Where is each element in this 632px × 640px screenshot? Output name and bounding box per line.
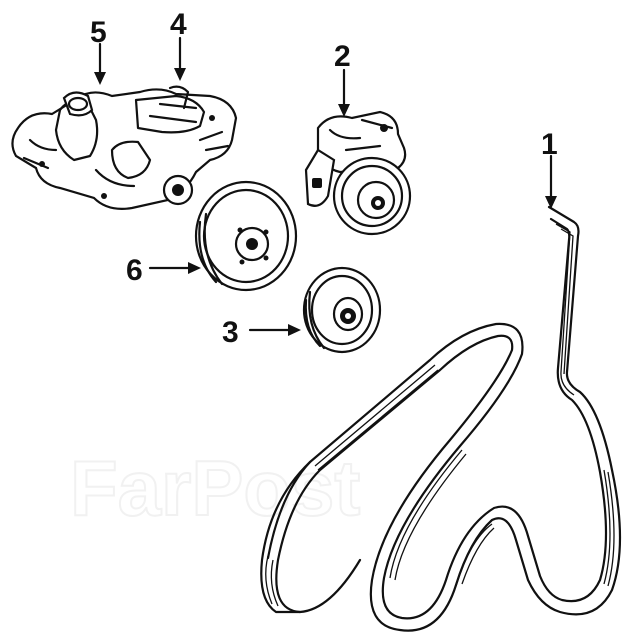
- callout-5: 5: [90, 16, 107, 49]
- leader-arrows: [94, 36, 557, 336]
- serpentine-belt: [260, 205, 622, 632]
- idler-pulley: [302, 266, 382, 354]
- water-pump-pulley: [194, 180, 298, 292]
- callout-3: 3: [222, 316, 239, 349]
- tensioner-assembly: [304, 110, 412, 236]
- water-pump-housing: [11, 85, 238, 210]
- callout-2: 2: [334, 40, 351, 73]
- callout-4: 4: [170, 8, 187, 41]
- watermark-text: FarPost: [70, 444, 360, 532]
- callout-1: 1: [541, 128, 558, 161]
- callout-6: 6: [126, 254, 143, 287]
